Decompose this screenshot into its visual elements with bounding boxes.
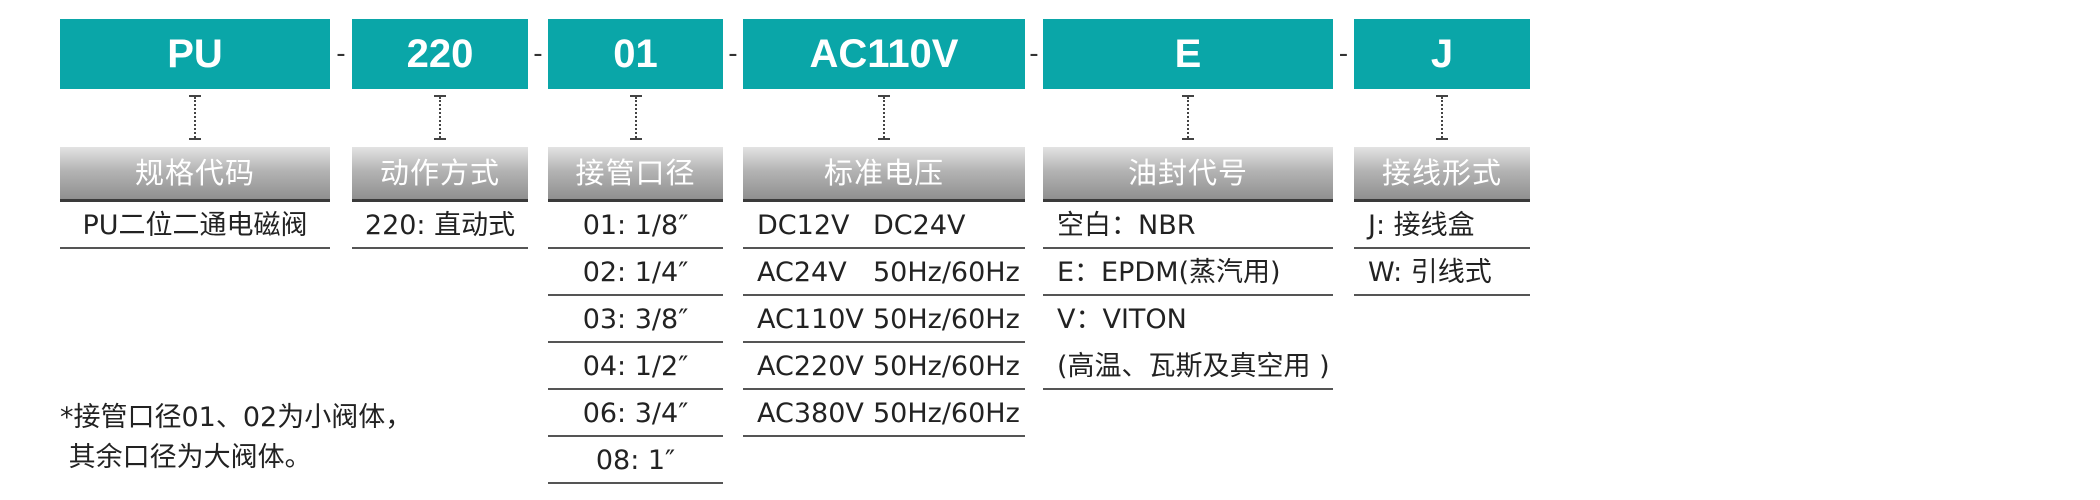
option-list: 01: 1/8″ 02: 1/4″ 03: 3/8″ 04: 1/2″ 06: 3/4″…	[548, 202, 723, 484]
option-row: J: 接线盒	[1354, 202, 1530, 249]
option-row: 08: 1″	[548, 437, 723, 484]
header-spec: 规格代码	[60, 147, 330, 199]
option-text: 空白：NBR	[1057, 210, 1196, 241]
option-row: 06: 3/4″	[548, 390, 723, 437]
voltage-value: AC110V	[757, 304, 864, 335]
code-separator: -	[533, 39, 543, 69]
option-row: 02: 1/4″	[548, 249, 723, 296]
code-box-seal: E	[1043, 19, 1333, 89]
frequency-value: DC24V	[873, 210, 966, 241]
option-text: W: 引线式	[1368, 257, 1492, 288]
option-text: 06: 3/4″	[582, 398, 689, 429]
option-text: E：EPDM(蒸汽用)	[1057, 257, 1281, 288]
header-underline	[548, 199, 723, 202]
header-port: 接管口径	[548, 147, 723, 199]
option-text: V：VITON	[1057, 304, 1187, 335]
option-text: 01: 1/8″	[582, 210, 689, 241]
voltage-value: DC12V	[757, 210, 850, 241]
connector-line	[189, 95, 201, 140]
frequency-value: 50Hz/60Hz	[873, 351, 1020, 382]
code-box-action: 220	[352, 19, 528, 89]
option-row: AC380V 50Hz/60Hz	[743, 390, 1025, 437]
footnote: *接管口径01、02为小阀体， 其余口径为大阀体。	[60, 398, 412, 478]
option-row: W: 引线式	[1354, 249, 1530, 296]
option-text: J: 接线盒	[1368, 210, 1475, 241]
option-text: 08: 1″	[595, 445, 676, 476]
header-underline	[352, 199, 528, 202]
code-box-port: 01	[548, 19, 723, 89]
option-row: 220: 直动式	[352, 202, 528, 249]
voltage-value: AC380V	[757, 398, 864, 429]
option-row: AC110V 50Hz/60Hz	[743, 296, 1025, 343]
code-separator: -	[1029, 39, 1039, 69]
code-box-voltage: AC110V	[743, 19, 1025, 89]
frequency-value: 50Hz/60Hz	[873, 257, 1020, 288]
option-text: (高温、瓦斯及真空用 )	[1057, 351, 1330, 382]
option-text: 03: 3/8″	[582, 304, 689, 335]
option-text: PU二位二通电磁阀	[82, 210, 308, 241]
code-box-wiring: J	[1354, 19, 1530, 89]
frequency-value: 50Hz/60Hz	[873, 398, 1020, 429]
option-list: 空白：NBR E：EPDM(蒸汽用) V：VITON (高温、瓦斯及真空用 )	[1043, 202, 1333, 390]
connector-line	[1436, 95, 1448, 140]
header-underline	[743, 199, 1025, 202]
header-seal: 油封代号	[1043, 147, 1333, 199]
option-list: 220: 直动式	[352, 202, 528, 249]
option-row: E：EPDM(蒸汽用)	[1043, 249, 1333, 296]
footnote-line-2: 其余口径为大阀体。	[60, 442, 312, 473]
option-row: AC24V 50Hz/60Hz	[743, 249, 1025, 296]
code-box-spec: PU	[60, 19, 330, 89]
option-row: 03: 3/8″	[548, 296, 723, 343]
code-separator: -	[336, 39, 346, 69]
connector-line	[629, 95, 642, 140]
header-voltage: 标准电压	[743, 147, 1025, 199]
header-underline	[60, 199, 330, 202]
option-row: AC220V 50Hz/60Hz	[743, 343, 1025, 390]
option-list: PU二位二通电磁阀	[60, 202, 330, 249]
frequency-value: 50Hz/60Hz	[873, 304, 1020, 335]
code-separator: -	[1338, 39, 1349, 69]
option-row: 04: 1/2″	[548, 343, 723, 390]
option-row: 01: 1/8″	[548, 202, 723, 249]
connector-line	[1182, 95, 1194, 140]
option-text: 220: 直动式	[364, 210, 516, 241]
connector-line	[434, 95, 446, 140]
connector-line	[878, 95, 890, 140]
header-action: 动作方式	[352, 147, 528, 199]
option-row: PU二位二通电磁阀	[60, 202, 330, 249]
footnote-line-1: *接管口径01、02为小阀体，	[60, 402, 413, 433]
option-list: J: 接线盒 W: 引线式	[1354, 202, 1530, 296]
voltage-value: AC24V	[757, 257, 847, 288]
option-row: (高温、瓦斯及真空用 )	[1043, 343, 1333, 390]
code-separator: -	[728, 39, 738, 69]
option-row: 空白：NBR	[1043, 202, 1333, 249]
header-underline	[1354, 199, 1530, 202]
option-text: 02: 1/4″	[582, 257, 689, 288]
option-text: 04: 1/2″	[582, 351, 689, 382]
voltage-value: AC220V	[757, 351, 864, 382]
header-wiring: 接线形式	[1354, 147, 1530, 199]
header-underline	[1043, 199, 1333, 202]
option-row: DC12V DC24V	[743, 202, 1025, 249]
option-row: V：VITON	[1043, 296, 1333, 343]
